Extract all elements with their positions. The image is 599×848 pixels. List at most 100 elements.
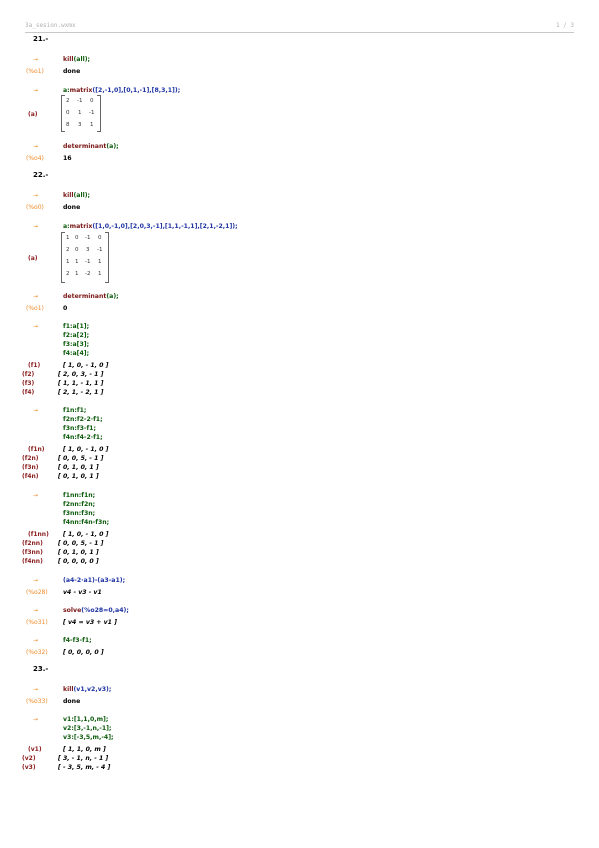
matrix-cell: 0 — [75, 247, 79, 253]
input-prompt-icon[interactable]: → — [33, 637, 39, 644]
input-prompt-icon[interactable]: → — [33, 492, 39, 499]
output-value: [ 0, 1, 0, 1 ] — [58, 549, 99, 556]
input-line[interactable]: f2nn:f2n; — [63, 501, 96, 508]
input-line[interactable]: f2:a[2]; — [63, 332, 90, 339]
code-fn: determinant — [63, 143, 107, 150]
output-value: [ 3, - 1, n, - 1 ] — [58, 755, 109, 762]
output-label: (v1) — [28, 746, 42, 753]
matrix-cell: 2 — [66, 247, 70, 253]
input-line[interactable]: f4nn:f4n-f3n; — [63, 519, 110, 526]
input-line[interactable]: f2n:f2-2·f1; — [63, 416, 103, 423]
input-line[interactable]: v3:[-3,5,m,-4]; — [63, 734, 114, 741]
input-prompt-icon[interactable]: → — [33, 293, 39, 300]
output-label: (f4nn) — [22, 558, 43, 565]
output-label: (%o4) — [26, 155, 44, 162]
output-value: [ 1, 1, - 1, 1 ] — [58, 380, 104, 387]
page-header: 3a_sesion.wxmx 1 / 3 — [25, 22, 574, 33]
matrix-cell: 1 — [66, 235, 70, 241]
input-cell[interactable]: determinant(a); — [63, 293, 119, 300]
matrix-cell: 1 — [98, 259, 102, 265]
input-prompt-icon[interactable]: → — [33, 223, 39, 230]
input-line[interactable]: f1nn:f1n; — [63, 492, 96, 499]
output-value: done — [63, 204, 81, 211]
matrix-cell: 0 — [75, 235, 79, 241]
input-prompt-icon[interactable]: → — [33, 56, 39, 63]
input-cell[interactable]: f4-f3-f1; — [63, 637, 92, 644]
matrix-cell: 1 — [90, 122, 94, 128]
code-fn: solve — [63, 607, 82, 614]
input-prompt-icon[interactable]: → — [33, 716, 39, 723]
output-label: (f1nn) — [28, 531, 49, 538]
output-label: (%o1) — [26, 305, 44, 312]
matrix-cell: -2 — [85, 271, 91, 277]
code-args: (%o28=0,a4); — [81, 607, 129, 614]
file-name: 3a_sesion.wxmx — [25, 22, 76, 29]
code-fn: kill — [63, 56, 74, 63]
input-line[interactable]: f4n:f4-2·f1; — [63, 434, 103, 441]
matrix-cell: -1 — [77, 98, 83, 104]
matrix-cell: -1 — [85, 259, 91, 265]
input-prompt-icon[interactable]: → — [33, 143, 39, 150]
output-label: (v2) — [22, 755, 36, 762]
input-prompt-icon[interactable]: → — [33, 87, 39, 94]
output-label: (f4) — [22, 389, 35, 396]
input-cell[interactable]: a:matrix([2,-1,0],[0,1,-1],[8,3,1]); — [63, 87, 180, 94]
output-label: (%o1) — [26, 68, 44, 75]
output-label: (%o31) — [26, 619, 48, 626]
input-prompt-icon[interactable]: → — [33, 607, 39, 614]
code-args: (a); — [106, 143, 119, 150]
output-label: (a) — [28, 255, 38, 262]
input-prompt-icon[interactable]: → — [33, 192, 39, 199]
output-value: 0 — [63, 305, 68, 312]
code-assign: a: — [63, 87, 70, 94]
matrix-output: 2 -1 0 0 1 -1 8 3 1 — [61, 95, 101, 132]
input-cell[interactable]: solve(%o28=0,a4); — [63, 607, 129, 614]
input-line[interactable]: f1n:f1; — [63, 407, 87, 414]
code-args: (all); — [73, 192, 91, 199]
matrix-cell: 1 — [75, 259, 79, 265]
output-label: (f1n) — [28, 446, 45, 453]
matrix-cell: 2 — [66, 271, 70, 277]
output-value: done — [63, 68, 81, 75]
output-value: [ 2, 0, 3, - 1 ] — [58, 371, 104, 378]
code-fn: determinant — [63, 293, 107, 300]
matrix-cell: 3 — [86, 247, 90, 253]
matrix-cell: 1 — [78, 110, 82, 116]
matrix-cell: 1 — [66, 259, 70, 265]
output-value: [ v4 = v3 + v1 ] — [63, 619, 117, 626]
code-assign: a: — [63, 223, 70, 230]
input-cell[interactable]: determinant(a); — [63, 143, 119, 150]
output-value: [ 1, 1, 0, m ] — [63, 746, 106, 753]
section-title-22: 22.- — [33, 171, 49, 179]
code-args: (all); — [73, 56, 91, 63]
input-line[interactable]: f3n:f3-f1; — [63, 425, 96, 432]
input-cell[interactable]: kill(all); — [63, 192, 90, 199]
input-prompt-icon[interactable]: → — [33, 323, 39, 330]
matrix-cell: -1 — [97, 247, 103, 253]
input-line[interactable]: f1:a[1]; — [63, 323, 90, 330]
input-line[interactable]: v1:[1,1,0,m]; — [63, 716, 109, 723]
input-cell[interactable]: (a4-2·a1)-(a3-a1); — [63, 577, 126, 584]
input-prompt-icon[interactable]: → — [33, 686, 39, 693]
output-label: (f2nn) — [22, 540, 43, 547]
output-value: [ 1, 0, - 1, 0 ] — [63, 531, 109, 538]
output-label: (f3) — [22, 380, 35, 387]
input-cell[interactable]: kill(all); — [63, 56, 90, 63]
code-args: (a); — [106, 293, 119, 300]
output-label: (f2n) — [22, 455, 39, 462]
code-args: (v1,v2,v3); — [73, 686, 112, 693]
input-cell[interactable]: a:matrix([1,0,-1,0],[2,0,3,-1],[1,1,-1,1… — [63, 223, 238, 230]
input-cell[interactable]: kill(v1,v2,v3); — [63, 686, 111, 693]
input-prompt-icon[interactable]: → — [33, 577, 39, 584]
input-line[interactable]: f4:a[4]; — [63, 350, 90, 357]
output-value: [ 0, 1, 0, 1 ] — [58, 473, 99, 480]
input-prompt-icon[interactable]: → — [33, 407, 39, 414]
output-label: (f3n) — [22, 464, 39, 471]
output-value: [ 0, 0, 5, - 1 ] — [58, 540, 104, 547]
output-value: [ - 3, 5, m, - 4 ] — [58, 764, 111, 771]
input-line[interactable]: f3:a[3]; — [63, 341, 90, 348]
output-value: [ 0, 0, 5, - 1 ] — [58, 455, 104, 462]
input-line[interactable]: v2:[3,-1,n,-1]; — [63, 725, 112, 732]
output-label: (a) — [28, 111, 38, 118]
input-line[interactable]: f3nn:f3n; — [63, 510, 96, 517]
